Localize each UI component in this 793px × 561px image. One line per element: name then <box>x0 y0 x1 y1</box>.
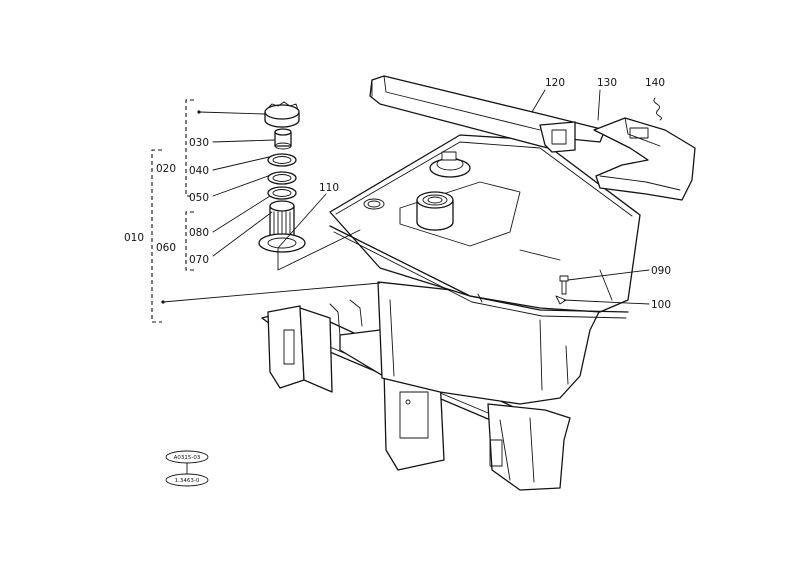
tank-support-bracket-130 <box>593 117 696 201</box>
ring-080 <box>267 171 297 200</box>
gasket-050 <box>267 153 297 167</box>
label-110: 110 <box>319 182 339 194</box>
label-070: 070 <box>189 254 209 266</box>
reference-top: A0315-03 <box>174 455 201 461</box>
fuel-cap-030 <box>264 101 300 128</box>
label-100: 100 <box>651 299 671 311</box>
strainer-070 <box>258 200 306 253</box>
part-labels: 010 020 030 040 050 060 080 070 110 120 … <box>124 77 671 311</box>
reference-bottom: 1.3463-0 <box>175 478 200 484</box>
label-020: 020 <box>156 163 176 175</box>
label-010: 010 <box>124 232 144 244</box>
fuel-tank <box>329 134 641 405</box>
filter-040 <box>274 128 292 150</box>
label-040: 040 <box>189 165 209 177</box>
label-120: 120 <box>545 77 565 89</box>
label-060: 060 <box>156 242 176 254</box>
clip-140 <box>653 97 662 121</box>
label-130: 130 <box>597 77 617 89</box>
label-140: 140 <box>645 77 665 89</box>
label-050: 050 <box>189 192 209 204</box>
label-030: 030 <box>189 137 209 149</box>
bolt-090 <box>559 275 569 295</box>
leader-lines <box>151 89 650 323</box>
clip-100 <box>555 295 567 305</box>
reference-codes: A0315-03 1.3463-0 <box>165 450 209 487</box>
label-090: 090 <box>651 265 671 277</box>
label-080: 080 <box>189 227 209 239</box>
tank-support-bracket-120 <box>369 75 606 153</box>
